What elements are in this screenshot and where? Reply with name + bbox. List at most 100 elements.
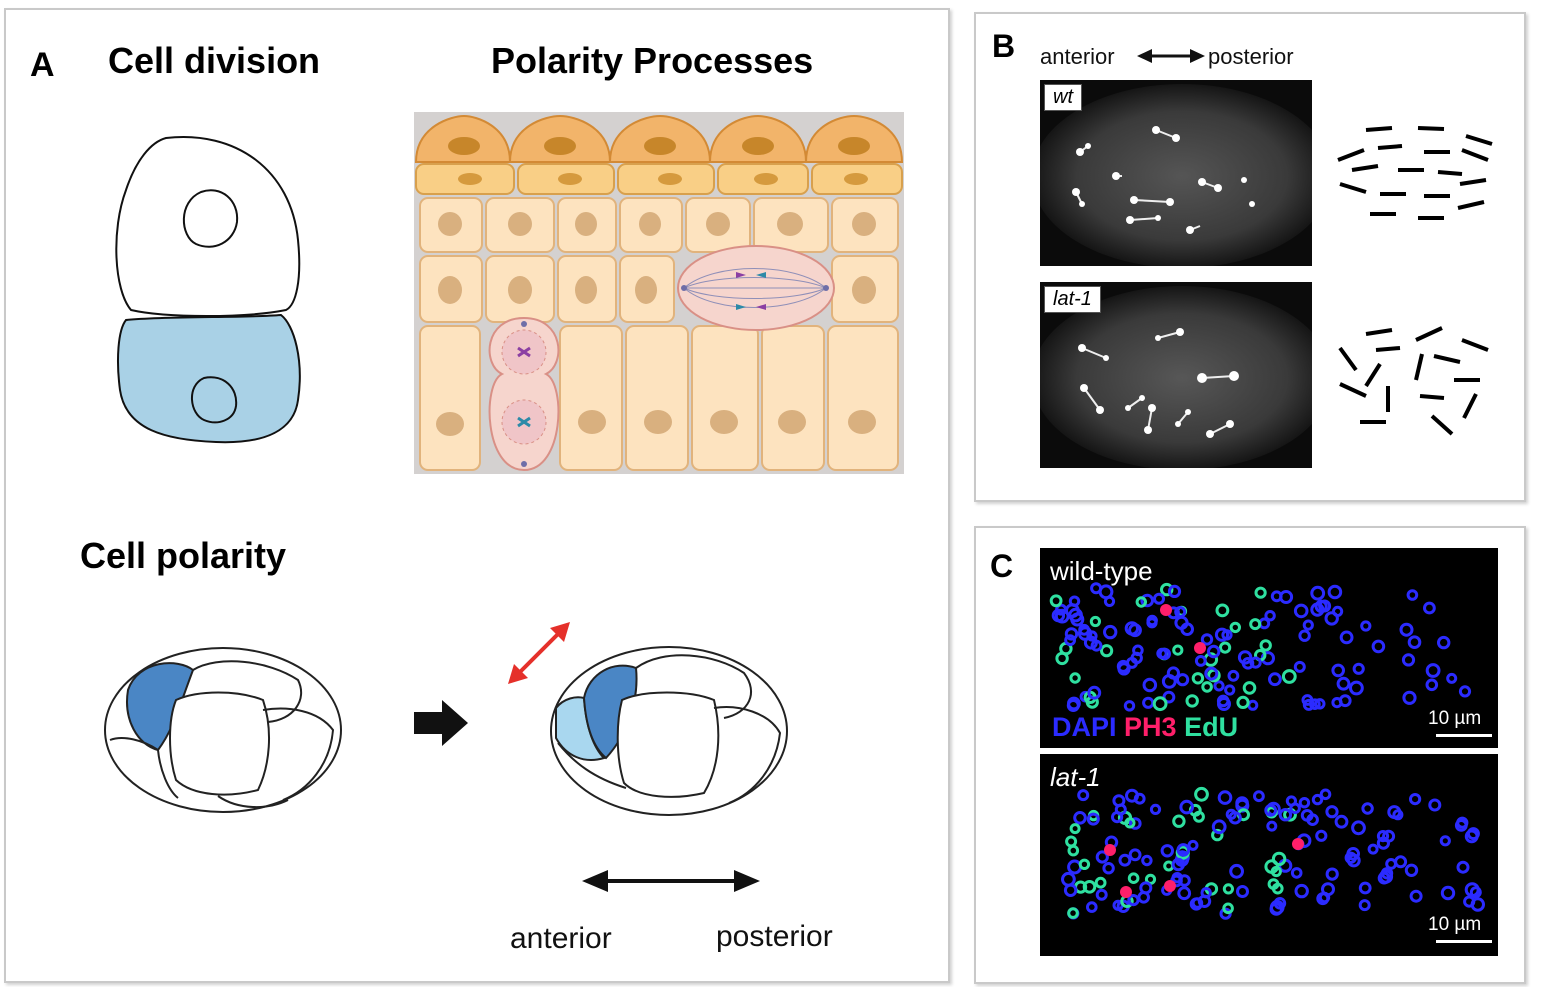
nucleus bbox=[1270, 590, 1283, 603]
nucleus bbox=[1228, 811, 1242, 825]
nucleus bbox=[1227, 669, 1240, 682]
nucleus bbox=[1401, 653, 1416, 667]
daughter-nucleus bbox=[191, 376, 238, 424]
apical-cells bbox=[414, 114, 904, 163]
nucleus bbox=[1254, 586, 1267, 599]
polarity-processes-title: Polarity Processes bbox=[491, 40, 814, 81]
nucleus bbox=[1409, 793, 1422, 806]
nucleus bbox=[1153, 592, 1165, 605]
nucleus bbox=[1346, 853, 1361, 868]
nucleus bbox=[1266, 820, 1278, 832]
nucleus bbox=[1336, 676, 1351, 691]
nucleus bbox=[1068, 607, 1083, 623]
nucleus bbox=[1082, 880, 1097, 894]
nucleus bbox=[1171, 872, 1183, 884]
nucleus bbox=[1090, 582, 1103, 595]
nucleus bbox=[1339, 630, 1354, 645]
nucleus bbox=[1189, 897, 1203, 911]
nucleus bbox=[1069, 823, 1081, 835]
nucleus bbox=[1270, 865, 1282, 878]
nucleus bbox=[1172, 644, 1184, 656]
nucleus bbox=[1067, 844, 1080, 857]
nucleus bbox=[1360, 620, 1372, 632]
nucleus bbox=[1402, 690, 1417, 705]
nucleus bbox=[1439, 835, 1451, 847]
nucleus bbox=[1315, 829, 1328, 842]
nucleus bbox=[1063, 883, 1078, 898]
nucleus bbox=[1314, 599, 1328, 614]
nucleus bbox=[1294, 883, 1309, 899]
transition-arrow-icon bbox=[414, 700, 468, 746]
nucleus bbox=[1219, 641, 1232, 654]
vertical-dividing-cell bbox=[488, 316, 560, 472]
nucleus bbox=[1249, 656, 1262, 669]
scale-bar-bottom bbox=[1436, 940, 1492, 943]
nucleus bbox=[1229, 621, 1242, 634]
nucleus bbox=[1298, 629, 1311, 642]
nucleus bbox=[1213, 680, 1225, 692]
nucleus bbox=[1469, 886, 1482, 899]
nucleus bbox=[1201, 681, 1213, 693]
nucleus bbox=[1207, 644, 1221, 659]
nucleus bbox=[1078, 858, 1091, 871]
wild-type-nuclei bbox=[1049, 582, 1472, 712]
nucleus bbox=[1191, 672, 1205, 685]
nucleus bbox=[1310, 585, 1326, 601]
nucleus bbox=[1407, 635, 1422, 649]
axis-posterior-label: posterior bbox=[716, 920, 833, 953]
nucleus bbox=[1324, 611, 1339, 626]
nucleus bbox=[1160, 582, 1174, 597]
nucleus bbox=[1351, 820, 1366, 836]
nucleus bbox=[1086, 901, 1098, 913]
nucleus bbox=[1086, 812, 1100, 826]
nucleus bbox=[1065, 835, 1078, 848]
nucleus bbox=[1358, 881, 1372, 895]
nucleus bbox=[1409, 889, 1423, 903]
nucleus bbox=[1051, 608, 1066, 623]
mitotic-nucleus bbox=[1104, 844, 1116, 856]
nucleus bbox=[1123, 700, 1136, 712]
cell-division-drawing bbox=[115, 136, 301, 444]
nucleus bbox=[1144, 873, 1157, 885]
nucleus bbox=[1406, 589, 1419, 601]
nucleus bbox=[1392, 809, 1404, 821]
nucleus bbox=[1377, 871, 1391, 885]
nucleus bbox=[1095, 850, 1109, 864]
nucleus bbox=[1278, 808, 1293, 822]
nucleus bbox=[1293, 603, 1309, 619]
scale-label-bottom: 10 µm bbox=[1428, 914, 1482, 935]
nucleus bbox=[1064, 627, 1079, 641]
nucleus bbox=[1156, 647, 1168, 660]
nucleus bbox=[1376, 830, 1390, 843]
nucleus bbox=[1325, 805, 1339, 819]
nucleus bbox=[1264, 609, 1276, 622]
nucleus bbox=[1111, 811, 1124, 824]
nucleus bbox=[1425, 663, 1441, 678]
nucleus bbox=[1237, 650, 1253, 665]
nucleus bbox=[1456, 860, 1470, 874]
nucleus bbox=[1125, 788, 1139, 803]
nucleus bbox=[1194, 655, 1207, 667]
nucleus bbox=[1247, 699, 1259, 711]
nucleus bbox=[1174, 615, 1189, 630]
axis-anterior-label: anterior bbox=[510, 922, 612, 955]
panel-a: A Cell division Polarity Processes Cell … bbox=[4, 8, 950, 983]
nucleus bbox=[1428, 798, 1442, 812]
nucleus bbox=[1423, 601, 1436, 615]
nucleus bbox=[1236, 695, 1250, 709]
panel-c: C wild-type DAPI PH3 EdU 10 µm lat-1 10 … bbox=[974, 526, 1526, 984]
nucleus bbox=[1358, 899, 1371, 912]
mitotic-nucleus bbox=[1292, 838, 1304, 850]
nucleus bbox=[1192, 810, 1205, 823]
nucleus bbox=[1222, 902, 1234, 915]
nucleus bbox=[1103, 595, 1116, 608]
nucleus bbox=[1103, 624, 1118, 640]
nucleus bbox=[1160, 844, 1175, 858]
stain-legend: DAPI PH3 EdU bbox=[1052, 712, 1238, 743]
nucleus bbox=[1224, 684, 1236, 696]
nucleus bbox=[1367, 843, 1379, 855]
nucleus bbox=[1301, 694, 1314, 706]
nucleus bbox=[1217, 790, 1233, 805]
nucleus bbox=[1142, 677, 1158, 693]
panel-c-letter: C bbox=[990, 548, 1014, 584]
